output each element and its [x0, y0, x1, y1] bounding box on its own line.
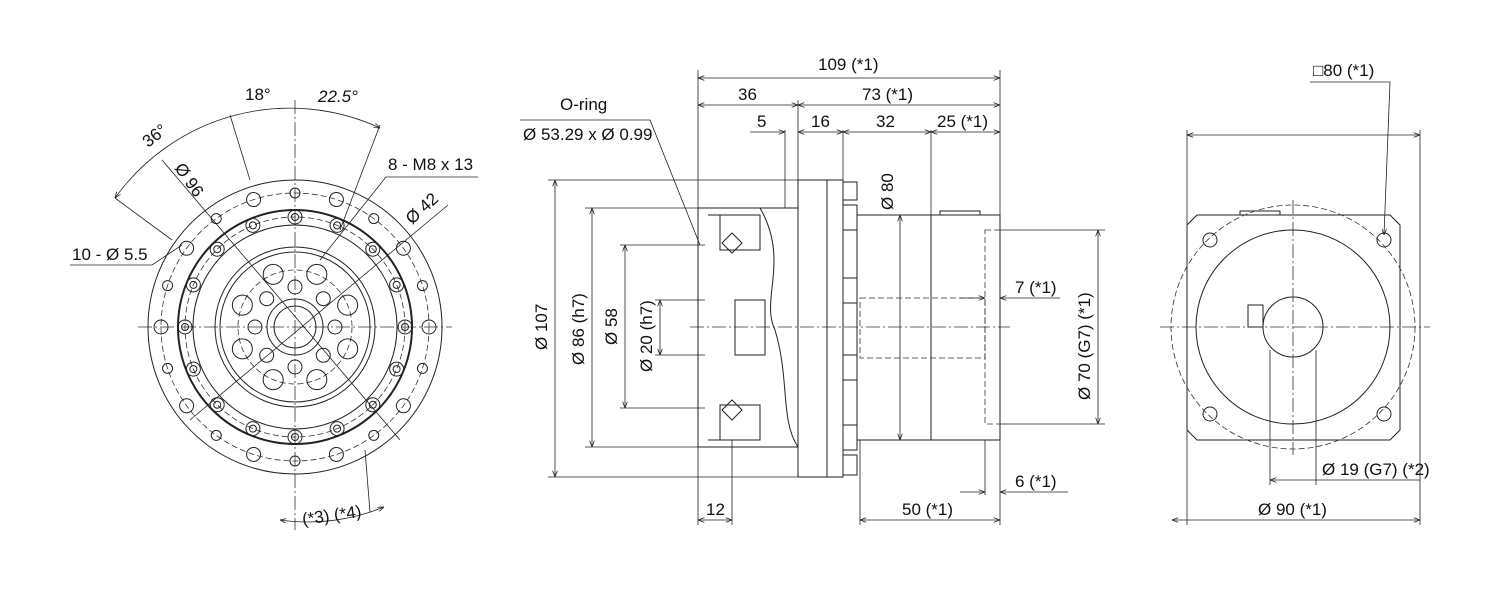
len-50-label: 50 (*1): [902, 500, 953, 519]
bolt-head-inner: [181, 323, 189, 331]
square-80-label: □80 (*1): [1313, 61, 1374, 80]
bolt-head-inner: [248, 221, 257, 230]
tapped-hole: [262, 369, 284, 391]
bolt-head-inner: [392, 280, 401, 289]
dia-107-label: Ø 107: [532, 304, 551, 350]
tapped-hole: [231, 294, 253, 316]
mounting-hole: [162, 280, 174, 292]
pin-hole: [259, 291, 275, 307]
mounting-hole: [328, 192, 344, 208]
dia-19-label: Ø 19 (G7) (*2): [1322, 460, 1430, 479]
pin-hole: [327, 319, 343, 335]
bolt-head-inner: [401, 323, 409, 331]
len-32-label: 32: [876, 112, 895, 131]
bolt-head: [177, 319, 193, 335]
len-5-label: 5: [757, 112, 766, 131]
bolt-head: [209, 241, 225, 257]
len-73-label: 73 (*1): [862, 85, 913, 104]
mounting-hole: [289, 455, 301, 467]
tapped-hole: [231, 338, 253, 360]
bolt-head: [245, 421, 261, 437]
pin-hole: [259, 347, 275, 363]
dia-58-label: Ø 58: [602, 308, 621, 345]
len-25-label: 25 (*1): [937, 112, 988, 131]
dia-90-label: Ø 90 (*1): [1258, 500, 1327, 519]
len-12-label: 12: [706, 500, 725, 519]
bolt-head-inner: [248, 424, 257, 433]
notes-label: (*3) (*4): [301, 502, 363, 529]
pin-hole: [315, 291, 331, 307]
mounting-hole: [416, 280, 428, 292]
len-16-label: 16: [811, 112, 830, 131]
side-view: O-ring Ø 53.29 x Ø 0.99 109 (*1) 36 73 (…: [520, 55, 1105, 525]
bolt-head-inner: [213, 400, 222, 409]
front-view: 36° 18° 22.5° Ø 96 10 - Ø 5.5 8 - M8 x 1…: [70, 85, 478, 530]
bolt-head: [397, 319, 413, 335]
angle-36-label: 36°: [139, 120, 171, 151]
tapped-label: 8 - M8 x 13: [388, 155, 473, 174]
bolt-head: [209, 397, 225, 413]
dia-96-label: Ø 96: [171, 159, 208, 200]
mounting-hole: [179, 240, 195, 256]
len-6-label: 6 (*1): [1015, 472, 1057, 491]
angle-22-5-label: 22.5°: [317, 87, 358, 106]
mounting-hole: [368, 429, 380, 441]
bolt-head-inner: [213, 245, 222, 254]
oring-title: O-ring: [560, 95, 607, 114]
len-7-label: 7 (*1): [1015, 278, 1057, 297]
bolt-head-inner: [291, 213, 299, 221]
mounting-hole: [328, 446, 344, 462]
dia-42-label: Ø 42: [402, 189, 442, 228]
tapped-hole: [306, 263, 328, 285]
mounting-hole: [162, 362, 174, 374]
bolt-head: [365, 241, 381, 257]
bolt-head: [185, 361, 201, 377]
len-36-label: 36: [738, 85, 757, 104]
bolt-head: [287, 429, 303, 445]
mounting-hole: [210, 429, 222, 441]
bolt-head: [389, 277, 405, 293]
dia-20-label: Ø 20 (h7): [637, 300, 656, 372]
holes-label: 10 - Ø 5.5: [72, 245, 148, 264]
bolt-head: [245, 217, 261, 233]
bolt-head: [365, 397, 381, 413]
tapped-hole: [306, 369, 328, 391]
mounting-hole: [246, 446, 262, 462]
tapped-hole: [337, 294, 359, 316]
mounting-hole: [421, 319, 437, 335]
bolt-head: [287, 209, 303, 225]
bolt-head-inner: [189, 280, 198, 289]
mounting-hole: [395, 398, 411, 414]
oring-size: Ø 53.29 x Ø 0.99: [523, 125, 652, 144]
dia-86-label: Ø 86 (h7): [569, 293, 588, 365]
bolt-head: [185, 277, 201, 293]
mounting-hole: [416, 362, 428, 374]
mounting-hole: [179, 398, 195, 414]
rear-view: □80 (*1) Ø 19 (G7) (*2) Ø 90 (*1): [1160, 61, 1430, 525]
mounting-hole: [153, 319, 169, 335]
pin-hole: [247, 319, 263, 335]
bolt-head-inner: [333, 221, 342, 230]
tapped-hole: [262, 263, 284, 285]
pin-hole: [287, 359, 303, 375]
bolt-head-inner: [189, 365, 198, 374]
pin-hole: [287, 279, 303, 295]
angle-18-label: 18°: [245, 85, 271, 104]
bolt-head-inner: [392, 365, 401, 374]
len-109-label: 109 (*1): [818, 55, 878, 74]
bolt-head-inner: [291, 433, 299, 441]
pin-hole: [315, 347, 331, 363]
bolt-head-inner: [368, 245, 377, 254]
bolt-head-inner: [333, 424, 342, 433]
bolt-head: [329, 421, 345, 437]
bolt-head: [389, 361, 405, 377]
dia-70-label: Ø 70 (G7) (*1): [1075, 292, 1094, 400]
dia-80-label: Ø 80: [878, 173, 897, 210]
mounting-hole: [210, 213, 222, 225]
tapped-hole: [337, 338, 359, 360]
mounting-hole: [368, 213, 380, 225]
bolt-head: [329, 217, 345, 233]
